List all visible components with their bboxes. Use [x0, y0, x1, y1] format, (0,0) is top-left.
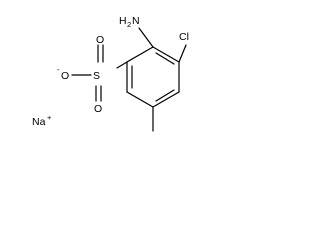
amino-subscript-2: 2	[127, 20, 131, 29]
amino-h-label: H	[119, 15, 127, 27]
ring-bond-c3-c4	[152, 91, 180, 108]
ring-bond-c5-c6	[152, 46, 180, 63]
sodium-charge-label: +	[47, 113, 52, 122]
ring-bond-c2-c3	[126, 91, 154, 108]
oxygen-right-label: O	[94, 103, 102, 115]
chloro-label: Cl	[179, 31, 189, 43]
bond-c6-n	[138, 27, 154, 48]
oxygen-top-label: O	[96, 34, 104, 46]
sodium-label: Na	[32, 116, 46, 128]
anion-charge-label: -	[57, 65, 60, 74]
bond-c1-s	[116, 61, 128, 69]
ring-double-bond-inner-3	[155, 52, 175, 65]
sulfur-label: S	[93, 70, 100, 82]
amino-n-label: N	[132, 15, 140, 27]
bond-c5-cl	[178, 44, 187, 63]
oxygen-anion-label: O	[61, 70, 69, 82]
ring-bond-c6-c1	[126, 46, 154, 63]
structure-canvas: H 2 N Cl S O O - O Na +	[32, 15, 189, 132]
ring-double-bond-inner-2	[155, 89, 175, 102]
